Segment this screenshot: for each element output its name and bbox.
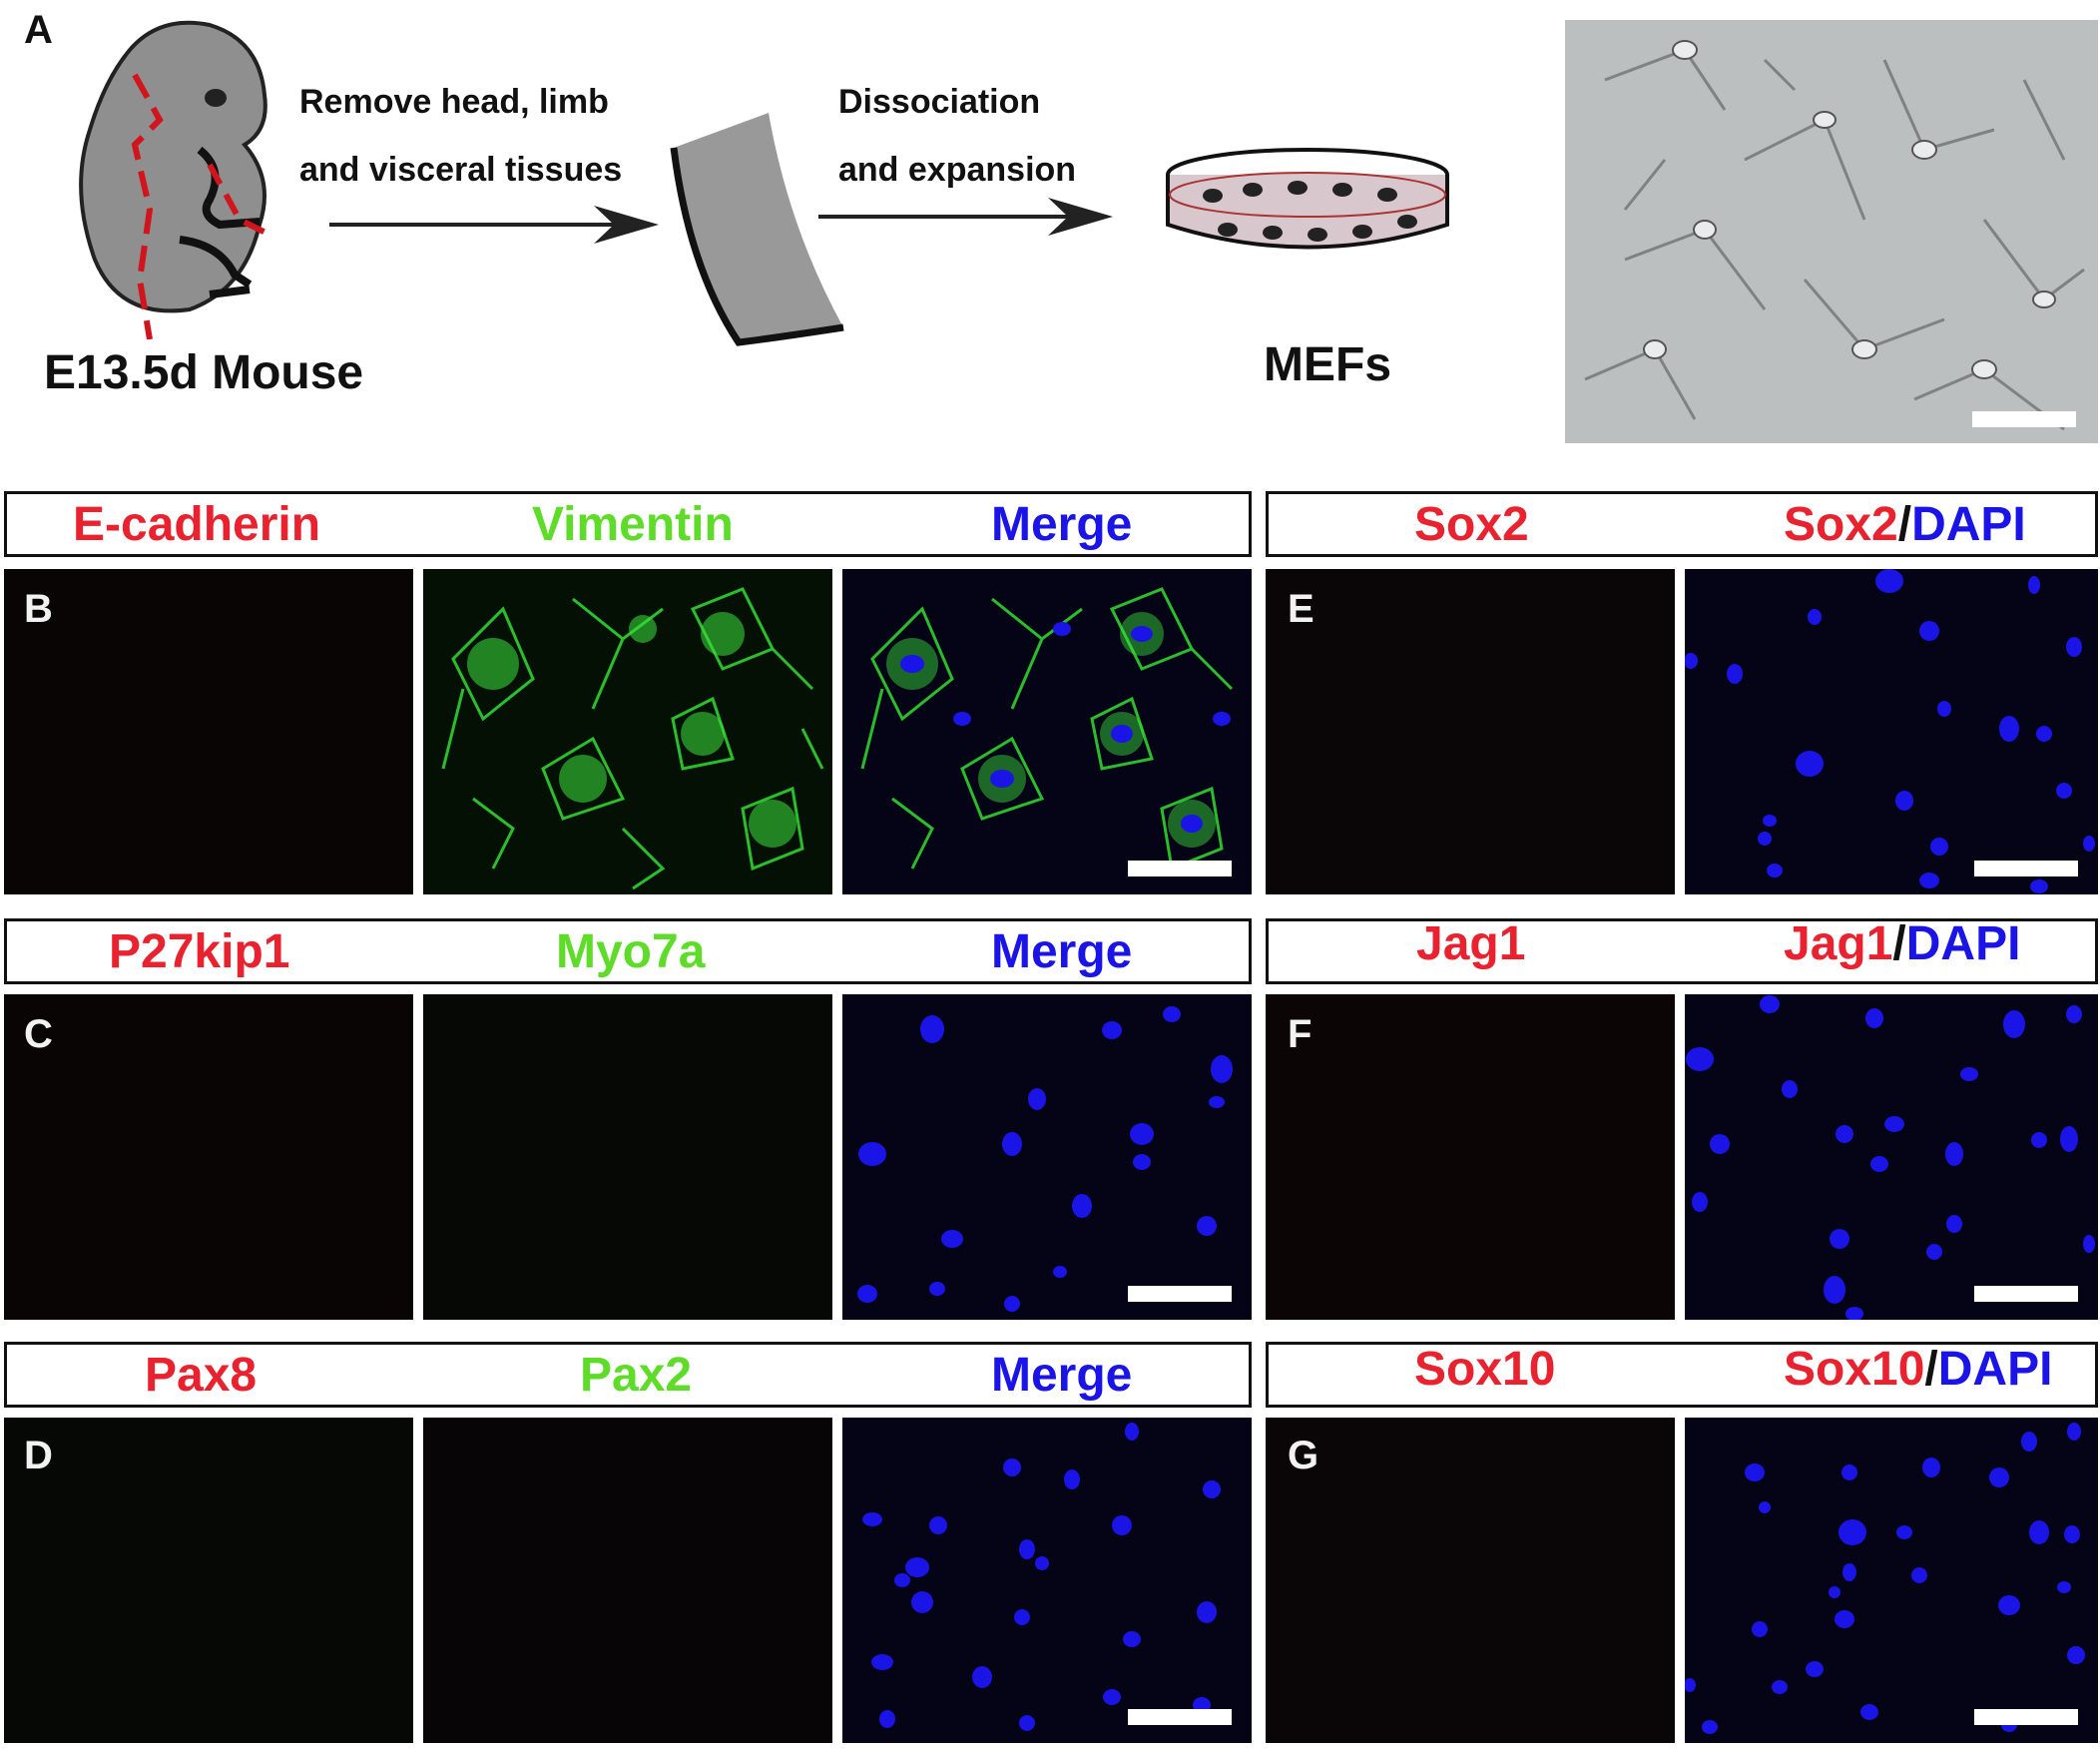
arrow-step2-icon [818, 198, 1113, 236]
micrograph-c-p27kip1 [4, 994, 413, 1320]
micrograph-g-sox10 [1266, 1418, 1675, 1743]
micrograph-g-dapi [1685, 1418, 2098, 1743]
micrograph-d-merge [842, 1418, 1252, 1743]
header-merge-d: Merge [991, 1349, 1133, 1402]
micrograph-c-merge [842, 994, 1252, 1320]
header-row-d: Pax8 Pax2 Merge [4, 1342, 1252, 1408]
header-slash-f: / [1892, 917, 1906, 970]
phase-contrast-micrograph [1565, 20, 2098, 443]
header-slash-e: / [1897, 498, 1912, 551]
header-myo7a: Myo7a [556, 925, 706, 978]
panel-label-d: D [24, 1434, 53, 1477]
step2-line1: Dissociation [838, 83, 1041, 121]
header-sox10: Sox10 [1414, 1343, 1556, 1396]
header-pax8: Pax8 [145, 1349, 258, 1402]
header-jag1: Jag1 [1416, 917, 1526, 970]
header-jag1-merge: Jag1 [1784, 917, 1893, 970]
panel-label-a: A [24, 8, 53, 52]
micrograph-d-pax2 [423, 1418, 832, 1743]
header-ecadherin: E-cadherin [73, 498, 321, 551]
micrograph-b-ecadherin [4, 569, 413, 894]
header-sox10-merge: Sox10 [1784, 1343, 1925, 1396]
header-slash-g: / [1924, 1343, 1938, 1396]
header-merge-b: Merge [991, 498, 1133, 551]
header-vimentin: Vimentin [532, 498, 734, 551]
micrograph-f-jag1 [1266, 994, 1675, 1320]
header-dapi-g: DAPI [1937, 1343, 2053, 1396]
header-sox2-merge: Sox2 [1784, 498, 1898, 551]
step1-line2: and visceral tissues [299, 151, 623, 189]
micrograph-d-pax8 [4, 1418, 413, 1743]
step2-line2: and expansion [838, 151, 1077, 189]
micrograph-e-sox2 [1266, 569, 1675, 894]
header-p27kip1: P27kip1 [109, 925, 290, 978]
micrograph-b-vimentin [423, 569, 832, 894]
header-row-g: Sox10 Sox10/DAPI [1266, 1342, 2098, 1408]
arrow-step1-icon [329, 206, 659, 244]
header-row-f: Jag1 Jag1/DAPI [1266, 917, 2098, 984]
header-dapi-f: DAPI [1905, 917, 2021, 970]
header-merge-c: Merge [991, 925, 1133, 978]
embryo-caption: E13.5d Mouse [44, 346, 364, 399]
embryo-schematic [79, 20, 271, 339]
micrograph-c-myo7a [423, 994, 832, 1320]
header-row-c: P27kip1 Myo7a Merge [4, 918, 1252, 984]
micrograph-b-merge [842, 569, 1252, 894]
dish-caption: MEFs [1264, 338, 1392, 391]
trunk-tissue-schematic [670, 113, 844, 346]
header-dapi-e: DAPI [1911, 498, 2026, 551]
micrograph-e-dapi [1685, 569, 2098, 894]
header-row-b: E-cadherin Vimentin Merge [4, 491, 1252, 557]
panel-label-e: E [1288, 587, 1314, 631]
micrograph-f-dapi [1685, 994, 2098, 1320]
header-sox2: Sox2 [1414, 498, 1529, 551]
panel-label-c: C [24, 1012, 53, 1056]
culture-dish-schematic [1166, 148, 1449, 250]
step1-line1: Remove head, limb [299, 83, 609, 121]
panel-label-f: F [1288, 1012, 1312, 1056]
panel-label-b: B [24, 587, 53, 631]
header-row-e: Sox2 Sox2/DAPI [1266, 491, 2098, 557]
panel-label-g: G [1288, 1434, 1319, 1477]
header-pax2: Pax2 [580, 1349, 693, 1402]
